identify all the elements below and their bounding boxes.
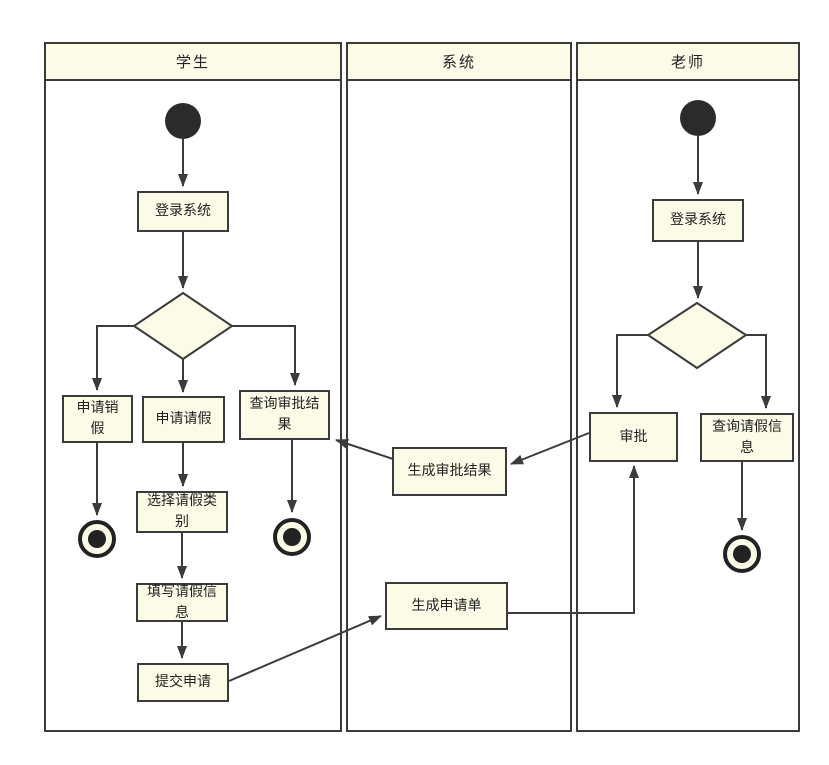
connector-decision-to-query-result [232,325,300,386]
connector-approve-to-generate-result [510,432,590,465]
swimlane-teacher-label: 老师 [670,53,705,71]
connector-decision-to-apply-cancel [92,325,134,391]
swimlane-teacher: 老师 [576,42,800,732]
activity-apply-leave: 申请请假 [142,396,225,443]
activity-label: 查询审批结果 [249,396,320,433]
start-node-teacher [680,100,716,136]
end-node-dot [283,528,301,546]
activity-submit-application: 提交申请 [137,663,229,702]
connector-generate-form-to-approve [508,465,639,614]
activity-label: 登录系统 [670,212,726,228]
end-node-teacher [723,535,761,573]
swimlane-system-header: 系统 [348,44,570,81]
activity-label: 提交申请 [155,674,211,690]
decision-diamond-student [132,291,234,361]
end-node-dot [88,530,106,548]
connector-decision-to-query-info [746,334,771,409]
activity-label: 查询请假信息 [712,418,782,456]
activity-fill-leave-info: 填写请假信息 [136,583,228,622]
activity-query-leave-info: 查询请假信息 [700,413,794,462]
activity-approve: 审批 [589,412,678,462]
activity-login-teacher: 登录系统 [652,199,744,242]
activity-label: 申请请假 [155,411,212,427]
connector-generate-result-to-query-result [335,439,394,460]
end-node-dot [733,545,751,563]
activity-query-approval-result: 查询审批结果 [239,390,330,440]
activity-label: 生成审批结果 [407,463,492,479]
end-node-query-result [273,518,311,556]
swimlane-student-header: 学生 [46,44,340,81]
activity-label: 登录系统 [155,203,211,219]
end-node-apply-cancel [78,520,116,558]
connector-submit-to-generate-form [228,615,382,682]
swimlane-system-label: 系统 [441,53,476,71]
activity-generate-approval-result: 生成审批结果 [392,447,507,496]
activity-label: 申请销假 [76,400,119,437]
activity-label: 审批 [619,428,648,445]
decision-diamond-teacher [646,301,748,370]
start-node-student [165,103,201,139]
swimlane-teacher-header: 老师 [578,44,798,81]
activity-select-leave-type: 选择请假类别 [136,491,228,533]
activity-label: 生成申请单 [411,597,482,614]
swimlane-student-label: 学生 [175,53,210,71]
activity-generate-application-form: 生成申请单 [385,582,508,630]
activity-apply-cancel-leave: 申请销假 [62,395,133,443]
activity-label: 填写请假信息 [147,583,217,621]
connector-decision-to-approve [612,334,648,408]
activity-label: 选择请假类别 [147,493,217,530]
activity-login-student: 登录系统 [137,191,229,232]
